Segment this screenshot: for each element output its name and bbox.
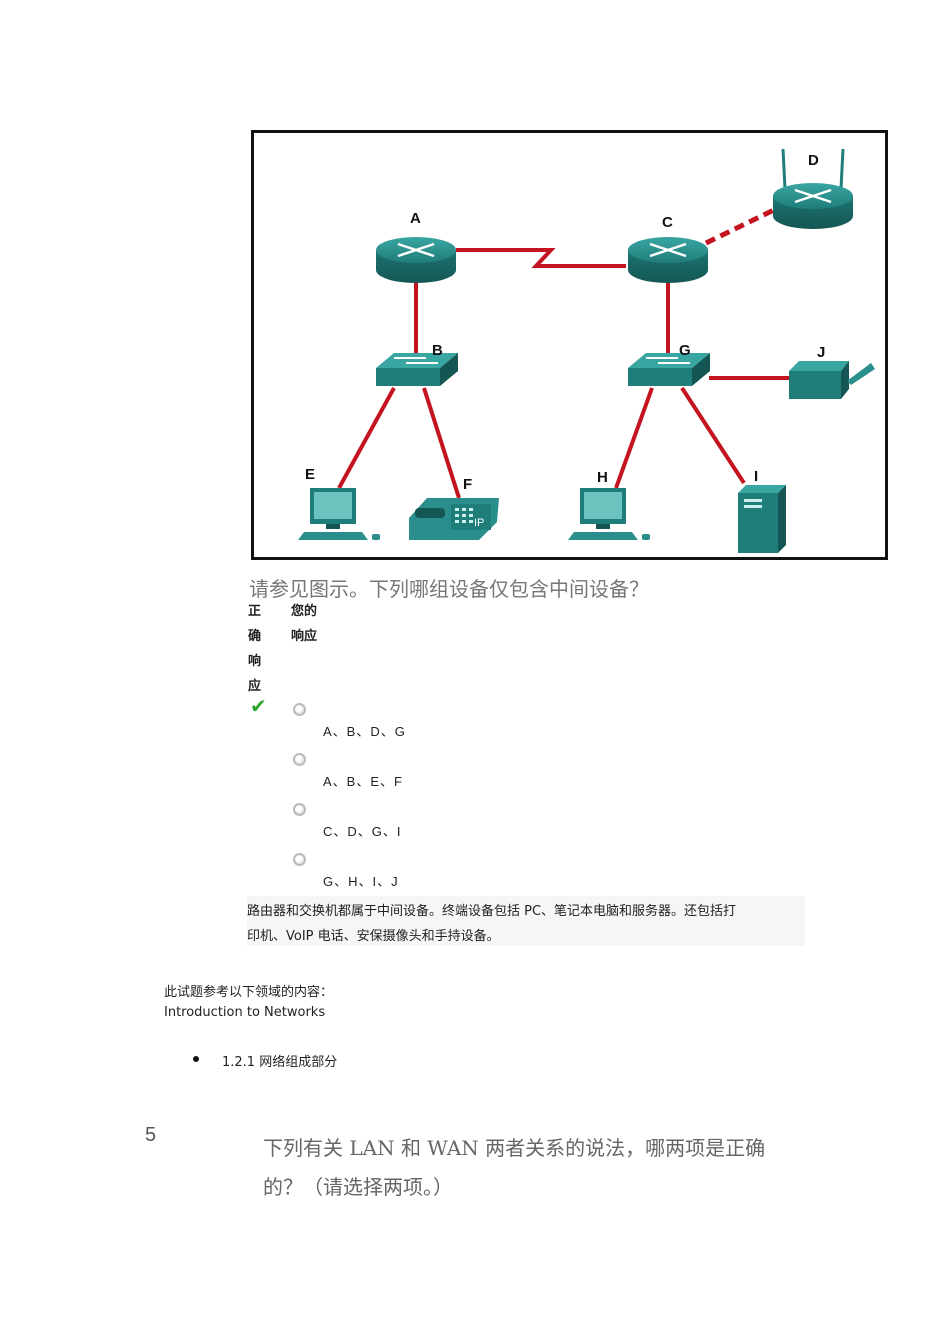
bullet-icon <box>193 1056 199 1062</box>
printer-j-icon <box>789 361 875 399</box>
label-f: F <box>463 476 472 493</box>
option-label-2: A、B、E、F <box>323 774 403 789</box>
option-radio-2[interactable] <box>293 753 306 766</box>
ip-phone-f-icon: IP <box>409 498 499 540</box>
reference-item: 1.2.1 网络组成部分 <box>222 1055 338 1070</box>
switch-b-icon <box>376 353 458 386</box>
label-c: C <box>662 214 673 231</box>
label-j: J <box>817 344 825 361</box>
label-h: H <box>597 469 608 486</box>
pc-h-icon <box>568 488 650 540</box>
switch-g-icon <box>628 353 710 386</box>
link-g-h <box>614 387 654 489</box>
option-radio-3[interactable] <box>293 803 306 816</box>
ip-phone-label: IP <box>474 517 484 529</box>
header-char: 应 <box>248 679 262 694</box>
network-diagram: IP A B C D E F G H I J <box>251 130 888 560</box>
question-number: 5 <box>145 1124 157 1146</box>
correct-check-icon: ✔ <box>250 694 267 718</box>
option-label-3: C、D、G、I <box>323 824 402 839</box>
label-i: I <box>754 468 758 485</box>
label-b: B <box>432 342 443 359</box>
router-a-icon <box>376 237 456 283</box>
wan-link-a-c <box>456 248 626 268</box>
question5-line: 的？（请选择两项。） <box>263 1175 453 1199</box>
header-char: 正 <box>248 604 262 619</box>
explanation-line: 印机、VoIP 电话、安保摄像头和手持设备。 <box>247 929 500 944</box>
header-line: 响应 <box>291 629 318 644</box>
pc-e-icon <box>298 488 380 540</box>
links <box>337 206 789 499</box>
your-response-header: 您的 响应 <box>291 599 317 649</box>
wireless-router-d-icon <box>773 148 853 229</box>
question5-line: 下列有关 LAN 和 WAN 两者关系的说法，哪两项是正确 <box>263 1136 766 1160</box>
link-g-i <box>680 386 746 485</box>
header-line: 您的 <box>291 604 318 619</box>
header-char: 确 <box>248 629 262 644</box>
label-e: E <box>305 466 315 483</box>
reference-intro: 此试题参考以下领域的内容： <box>164 985 334 1000</box>
option-radio-4[interactable] <box>293 853 306 866</box>
correct-response-header: 正 确 响 应 <box>248 599 268 699</box>
label-g: G <box>679 342 691 359</box>
link-c-d <box>704 206 778 246</box>
router-c-icon <box>628 237 708 283</box>
explanation-line: 路由器和交换机都属于中间设备。终端设备包括 PC、笔记本电脑和服务器。还包括打 <box>247 904 737 919</box>
server-i-icon <box>738 485 786 553</box>
question5-text: 下列有关 LAN 和 WAN 两者关系的说法，哪两项是正确 的？（请选择两项。） <box>263 1129 823 1207</box>
option-label-4: G、H、I、J <box>323 874 399 889</box>
question-text: 请参见图示。下列哪组设备仅包含中间设备？ <box>249 577 649 601</box>
label-d: D <box>808 152 819 169</box>
option-radio-1[interactable] <box>293 703 306 716</box>
header-char: 响 <box>248 654 262 669</box>
reference-course: Introduction to Networks <box>164 1005 326 1020</box>
network-topology: IP A B C D E F G H I J <box>298 148 875 553</box>
explanation-box: 路由器和交换机都属于中间设备。终端设备包括 PC、笔记本电脑和服务器。还包括打 … <box>247 896 805 946</box>
label-a: A <box>410 210 421 227</box>
link-b-f <box>422 387 461 499</box>
option-label-1: A、B、D、G <box>323 724 406 739</box>
link-b-e <box>337 387 396 489</box>
